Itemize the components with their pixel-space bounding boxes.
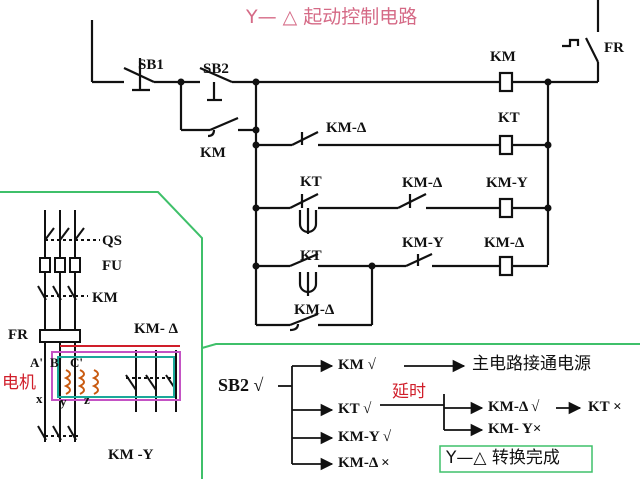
fu-label: FU [102,258,122,274]
sequence-arrows [278,359,582,471]
terminal-c-label: C' [70,355,83,370]
terminal-a-label: A' [30,355,43,370]
km-delta-nc2-label: KM-Δ [402,175,443,191]
transition-box [439,445,593,473]
main-km-delta-label: KM- Δ [134,321,178,337]
main-circuit-links [51,345,181,401]
kt-coil-label: KT [498,110,520,126]
green-frames [0,191,640,479]
diagram-title: Y— △ 起动控制电路 [246,6,418,28]
fr-label: FR [604,40,624,56]
main-circuit [37,210,177,442]
seq-kt-off-label: KT × [588,399,622,415]
sb1-label: SB1 [138,57,164,73]
sb2-label: SB2 [203,61,229,77]
seq-transition-label: Y—△ 转换完成 [446,448,560,468]
seq-km-delta-on-label: KM-Δ √ [488,399,540,415]
terminal-z-label: z [84,392,90,407]
terminal-y-label: y [60,394,67,409]
seq-km-delta-off-label: KM-Δ × [338,455,390,471]
qs-label: QS [102,233,123,249]
seq-km-y-label: KM-Y √ [338,429,392,445]
terminal-b-label: B' [50,355,63,370]
main-fr-label: FR [8,327,28,343]
control-circuit [90,0,600,332]
seq-km-y-off-label: KM- Y× [488,421,542,437]
km-y-coil-label: KM-Y [486,175,528,191]
main-km-label: KM [92,290,118,306]
kt-nc-label: KT [300,174,322,190]
km-y-no-label: KM-Y [402,235,444,251]
seq-km-label: KM √ [338,357,376,373]
km-delta-coil-label: KM-Δ [484,235,525,251]
km-delta-no-label: KM-Δ [294,302,335,318]
kt-no-label: KT [300,248,322,264]
terminal-x-label: x [36,391,43,406]
km-delta-nc-label: KM-Δ [326,120,367,136]
km-hold-label: KM [200,145,226,161]
seq-sb2-label: SB2 √ [218,375,264,395]
junction-dots [177,78,552,270]
seq-delay-label: 延时 [392,382,426,402]
km-coil-label: KM [490,49,516,65]
main-km-y-label: KM -Y [108,447,154,463]
seq-kt-label: KT √ [338,401,372,417]
motor-label: 电机 [2,373,36,393]
seq-main-power-label: 主电路接通电源 [472,354,591,374]
